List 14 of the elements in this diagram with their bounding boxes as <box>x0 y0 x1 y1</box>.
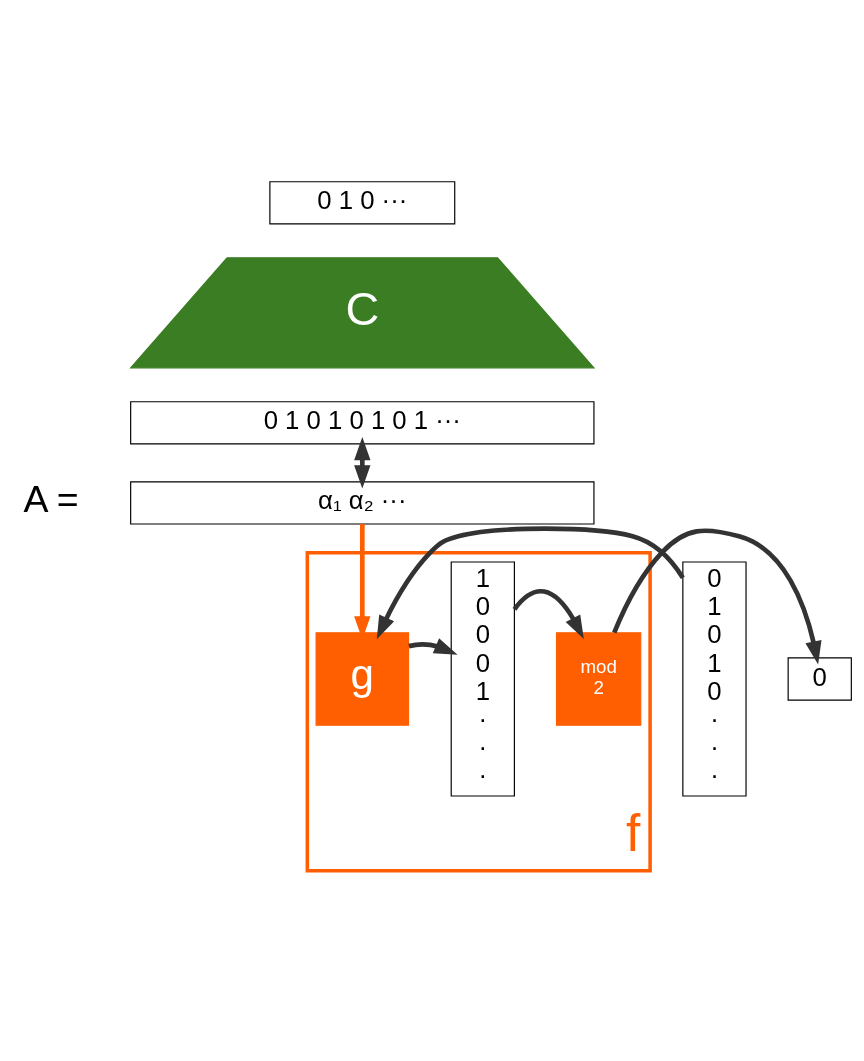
arrow <box>407 637 458 655</box>
arrow <box>611 527 821 665</box>
node-box: 0 <box>787 656 852 701</box>
node-box: 0 1 0 1 0 1 0 1 ··· <box>129 400 595 444</box>
arrow <box>376 525 685 639</box>
arrow <box>353 436 370 489</box>
node-box: α₁ α₂ ··· <box>129 480 595 525</box>
node-label: A = <box>23 477 79 520</box>
node-box: 1 0 0 0 1 · · · <box>450 560 515 797</box>
node-box: 0 1 0 1 0 · · · <box>681 560 747 797</box>
arrow <box>512 588 584 639</box>
node-box: g <box>315 631 409 726</box>
node-box: mod 2 <box>555 631 641 726</box>
node-box: 0 1 0 ··· <box>268 180 455 224</box>
